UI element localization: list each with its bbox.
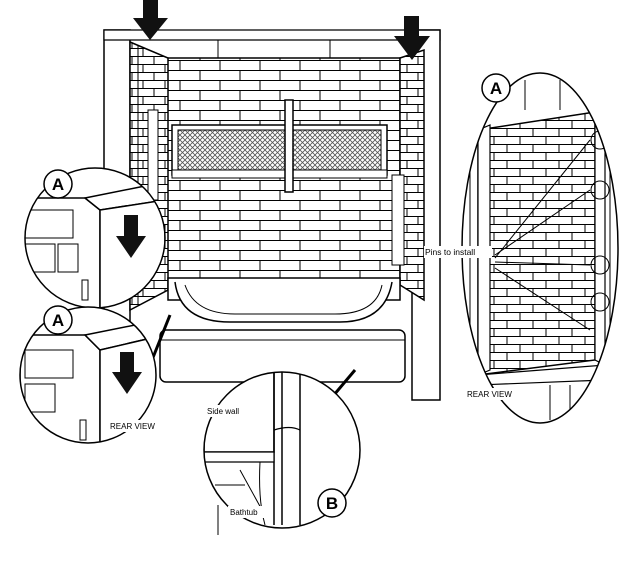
rear-view-label: REAR VIEW bbox=[110, 422, 155, 431]
callout-label: A bbox=[490, 79, 502, 98]
callout-a-rear-view: A REAR VIEW bbox=[19, 305, 172, 444]
callout-a-right: A Pins to install REAR VIEW bbox=[424, 72, 619, 424]
callout-b: B Side wall Bathtub bbox=[203, 369, 361, 535]
callout-label: A bbox=[52, 311, 64, 330]
pins-to-install-label: Pins to install bbox=[425, 247, 475, 257]
callout-a-top-left: A bbox=[24, 167, 166, 309]
rear-view-label: REAR VIEW bbox=[467, 390, 512, 399]
callout-badge bbox=[317, 488, 347, 518]
vertical-bar bbox=[284, 99, 294, 193]
down-arrow-icon bbox=[133, 0, 168, 40]
bathtub bbox=[159, 277, 406, 383]
down-arrow-icon bbox=[394, 16, 430, 60]
callout-badge bbox=[481, 73, 511, 103]
callout-badge bbox=[43, 305, 73, 335]
callout-label: B bbox=[326, 494, 338, 513]
main-enclosure bbox=[103, 29, 441, 401]
callout-label: A bbox=[52, 175, 64, 194]
callout-badge bbox=[43, 169, 73, 199]
side-wall-label: Side wall bbox=[207, 407, 239, 416]
bathtub-label: Bathtub bbox=[230, 508, 258, 517]
